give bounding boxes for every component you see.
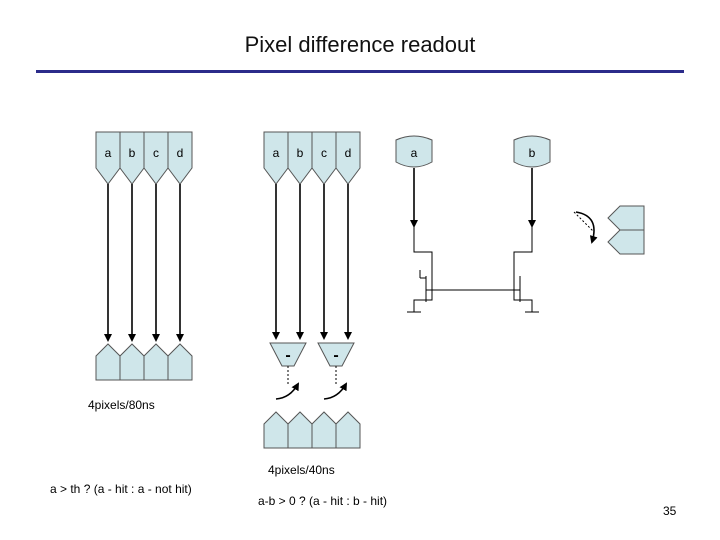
group1-input-blocks xyxy=(95,131,193,185)
group2-label-c: c xyxy=(321,146,327,160)
group1-input-c xyxy=(143,131,169,185)
group1-arrows xyxy=(104,184,184,342)
group3-input-a xyxy=(395,135,433,168)
group2-label-a: a xyxy=(273,146,280,160)
subtractor-2 xyxy=(317,342,355,367)
group1-label-a: a xyxy=(105,146,112,160)
title-underline xyxy=(36,70,684,73)
group1-label-d: d xyxy=(177,146,184,160)
group1-input-b xyxy=(119,131,145,185)
group2-label-d: d xyxy=(345,146,352,160)
subtract-symbol-2: - xyxy=(333,347,338,364)
comparator-output-blocks xyxy=(607,205,645,255)
group2-label-b: b xyxy=(297,146,304,160)
comparator-switch xyxy=(573,211,598,244)
group2-switches xyxy=(275,366,347,400)
group3-arrows xyxy=(410,168,536,228)
group3-input-blocks xyxy=(395,135,551,168)
group1-label-b: b xyxy=(129,146,136,160)
rate-label-80ns: 4pixels/80ns xyxy=(88,398,155,412)
group3-input-b xyxy=(513,135,551,168)
subtract-symbol-1: - xyxy=(285,347,290,364)
group2-subtractors xyxy=(269,342,355,367)
comparator-circuit xyxy=(407,226,539,313)
subtractor-1 xyxy=(269,342,307,367)
rate-label-40ns: 4pixels/40ns xyxy=(268,463,335,477)
slide-title: Pixel difference readout xyxy=(244,32,476,57)
page-number: 35 xyxy=(663,504,677,518)
group3-label-b: b xyxy=(529,146,536,160)
group2-output-blocks xyxy=(263,411,361,449)
group1-label-c: c xyxy=(153,146,159,160)
group2-input-blocks xyxy=(263,131,361,185)
group1-input-a xyxy=(95,131,121,185)
threshold-formula: a > th ? (a - hit : a - not hit) xyxy=(50,482,192,496)
group1-output-blocks xyxy=(95,343,193,381)
group3-label-a: a xyxy=(411,146,418,160)
comparison-formula: a-b > 0 ? (a - hit : b - hit) xyxy=(258,494,388,508)
group1-input-d xyxy=(167,131,193,185)
group2-arrows xyxy=(272,184,352,340)
